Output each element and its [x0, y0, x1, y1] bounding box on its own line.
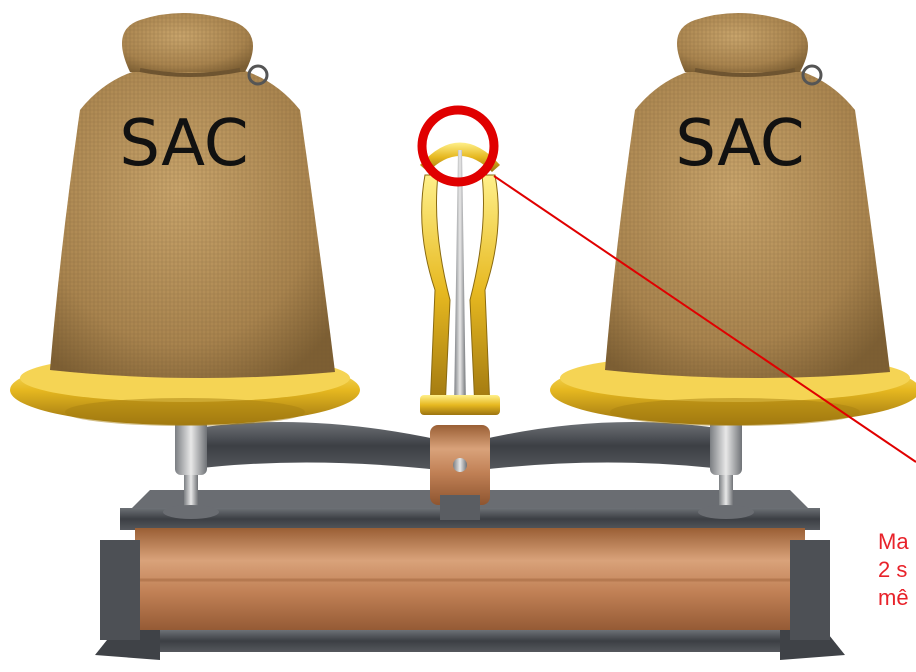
right-sack-label: SAC [675, 107, 804, 181]
annotation-line-1: Ma [878, 528, 916, 556]
annotation-text: Ma 2 s mê [878, 528, 916, 612]
right-sack: SAC [605, 13, 890, 378]
annotation-line-3: mê [878, 584, 916, 612]
annotation-line-2: 2 s [878, 556, 916, 584]
left-sack: SAC [50, 13, 335, 378]
left-sack-label: SAC [119, 107, 248, 181]
